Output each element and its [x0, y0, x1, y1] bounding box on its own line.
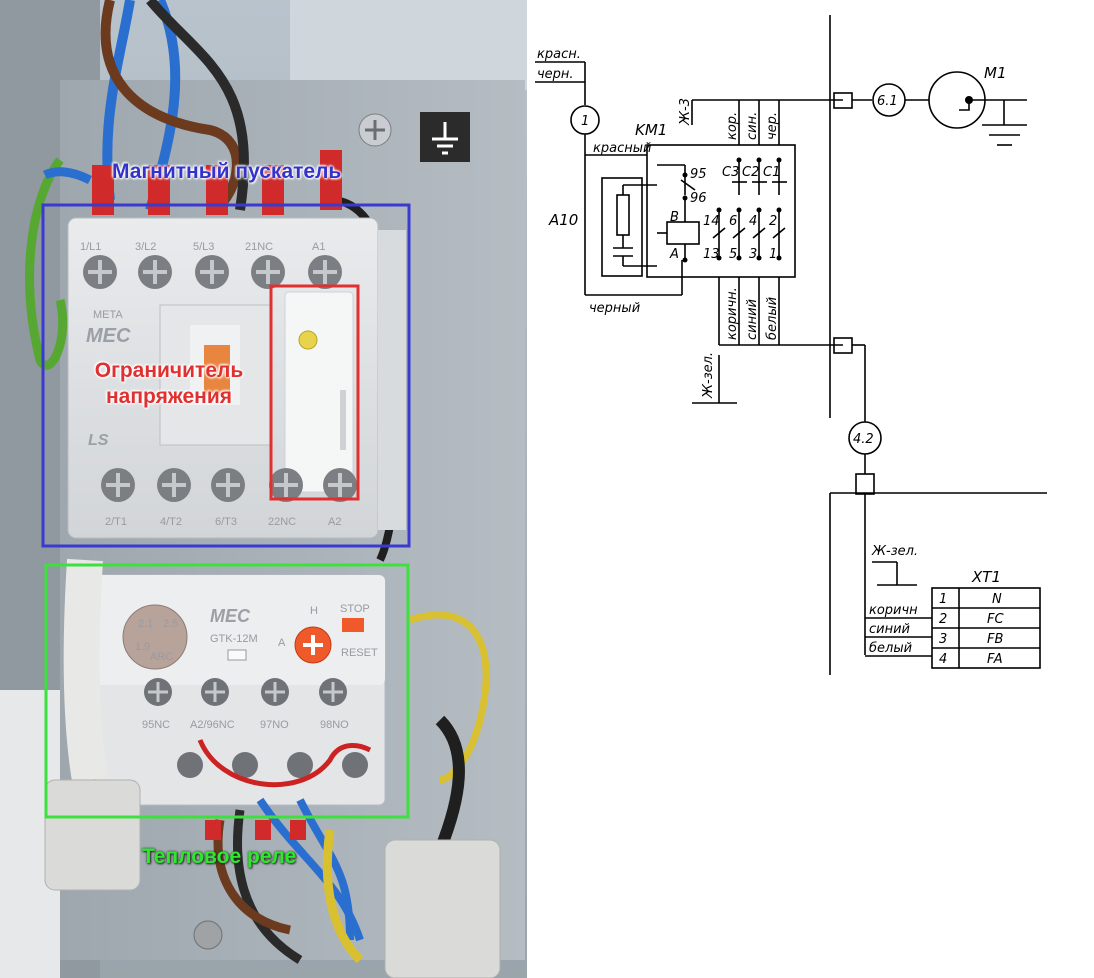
relay-terminal-1: 95NC — [142, 719, 170, 731]
relay-brand: MEC — [210, 606, 251, 626]
row-bottom-3: 3 — [749, 247, 757, 262]
xt1-row2-wire: коричн — [869, 603, 918, 618]
wire-label-red: красн. — [537, 47, 581, 62]
km1-label: KM1 — [635, 121, 667, 139]
row-top-6: 6 — [729, 214, 737, 229]
bottom-wire-label-3: белый — [765, 297, 780, 340]
xt1-row4-num: 4 — [939, 652, 947, 667]
cable-gland-left — [44, 779, 141, 891]
xt1-row4-wire: белый — [869, 641, 912, 656]
ground-label-1: Ж-зел. — [701, 352, 716, 399]
contactor-highlight-box — [41, 203, 411, 548]
row-top-4: 4 — [749, 214, 757, 229]
contact-label-c1: C1 — [763, 165, 780, 180]
row-bottom-13: 13 — [703, 247, 720, 262]
top-wire-label-3: чер. — [765, 112, 780, 140]
aux-label-96: 96 — [690, 191, 707, 206]
cherny-label: черный — [589, 301, 640, 316]
xt1-row4-name: FA — [987, 652, 1003, 667]
top-wire-label-1: кор. — [725, 112, 740, 140]
schematic-drawing: красн. черн. 1 6.1 4.2 Ж-3 KM1 A10 M1 кр… — [535, 15, 1047, 675]
relay-model: GTK-12M — [210, 633, 258, 645]
stop-button[interactable] — [342, 618, 364, 632]
wiring-schematic: красн. черн. 1 6.1 4.2 Ж-3 KM1 A10 M1 кр… — [527, 0, 1094, 978]
xt1-terminal-block — [931, 587, 1041, 669]
device-photo: 1/L1 3/L2 5/L3 21NC A1 MEC META LS 2/T1 … — [0, 0, 527, 978]
dial-value-3: 1.9 — [135, 641, 150, 653]
bottom-wire-label-2: синий — [745, 299, 760, 340]
top-wire-label-2: син. — [745, 112, 760, 140]
relay-letter-a: A — [278, 637, 286, 649]
aux-label-95: 95 — [690, 167, 707, 182]
contactor-bottom-screws — [101, 468, 357, 502]
zh3-label: Ж-3 — [678, 98, 693, 126]
dial-label: ARC — [150, 651, 173, 663]
m1-label: M1 — [984, 64, 1007, 82]
relay-letter-h: H — [310, 605, 318, 617]
photo-illustration: 1/L1 3/L2 5/L3 21NC A1 MEC META LS 2/T1 … — [0, 0, 527, 978]
row-bottom-5: 5 — [729, 247, 737, 262]
limiter-caption-line2: напряжения — [106, 385, 232, 408]
contactor-top-terminal-3: 5/L3 — [193, 241, 214, 253]
xt1-row2-name: FC — [987, 612, 1004, 627]
row-bottom-1: 1 — [769, 247, 777, 262]
relay-terminal-4: 98NO — [320, 719, 349, 731]
contactor-caption: Магнитный пускатель — [112, 160, 342, 183]
a10-limiter-box — [601, 177, 643, 277]
contactor-brand-small: META — [93, 309, 123, 321]
row-top-2: 2 — [769, 214, 777, 229]
coil-label-a: A — [669, 247, 679, 262]
wire-label-black: черн. — [537, 67, 574, 82]
stop-label: STOP — [340, 603, 370, 615]
relay-terminal-2: A2/96NC — [190, 719, 235, 731]
krasny-label: красный — [593, 141, 651, 156]
contactor-top-screws — [83, 255, 342, 289]
contactor-top-terminal-2: 3/L2 — [135, 241, 156, 253]
row-top-14: 14 — [703, 214, 720, 229]
dial-value-2: 2.5 — [163, 618, 178, 630]
main-contacts — [712, 157, 787, 261]
contact-label-c3: C3 — [722, 165, 739, 180]
xt1-row1-name: N — [992, 592, 1002, 607]
contactor-bottom-terminal-2: 4/T2 — [160, 516, 182, 528]
relay-terminal-3: 97NO — [260, 719, 289, 731]
node-4-2-label: 4.2 — [853, 432, 874, 447]
coil-label-b: B — [670, 210, 679, 225]
dial-value-1: 2.1 — [138, 618, 153, 630]
relay-highlight-box — [44, 563, 410, 819]
ls-logo: LS — [88, 432, 109, 449]
relay-screws — [144, 678, 347, 706]
xt1-row3-name: FB — [987, 632, 1003, 647]
thermal-relay-caption: Тепловое реле — [142, 845, 297, 868]
limiter-caption-line1: Ограничитель — [94, 359, 244, 382]
cable-gland-right — [384, 839, 501, 978]
reset-label: RESET — [341, 647, 378, 659]
km1-contactor-box — [646, 144, 796, 278]
coil-icon — [666, 221, 700, 245]
bottom-wire-label-1: коричн. — [725, 287, 740, 340]
limiter-caption: Ограничитель напряжения — [78, 358, 260, 410]
contactor-bottom-terminal-5: A2 — [328, 516, 341, 528]
contact-label-c2: C2 — [742, 165, 759, 180]
node-1-label: 1 — [581, 114, 589, 129]
contactor-brand: MEC — [86, 325, 131, 347]
node-6-1-label: 6.1 — [877, 94, 898, 109]
contactor-bottom-terminal-4: 22NC — [268, 516, 296, 528]
a10-label: A10 — [548, 211, 578, 229]
contactor-bottom-terminal-3: 6/T3 — [215, 516, 237, 528]
xt1-row1-num: 1 — [939, 592, 947, 607]
limiter-highlight-box — [269, 284, 360, 501]
current-dial — [122, 604, 188, 670]
xt1-row3-num: 3 — [939, 632, 947, 647]
xt1-row2-num: 2 — [939, 612, 947, 627]
ground-label-2: Ж-зел. — [871, 544, 918, 559]
contactor-top-terminal-4: 21NC — [245, 241, 273, 253]
xt1-title: XT1 — [971, 568, 1001, 586]
limiter-led-icon — [298, 330, 318, 350]
contactor-top-terminal-5: A1 — [312, 241, 325, 253]
contactor-top-terminal-1: 1/L1 — [80, 241, 101, 253]
xt1-row3-wire: синий — [869, 622, 910, 637]
contactor-bottom-terminal-1: 2/T1 — [105, 516, 127, 528]
